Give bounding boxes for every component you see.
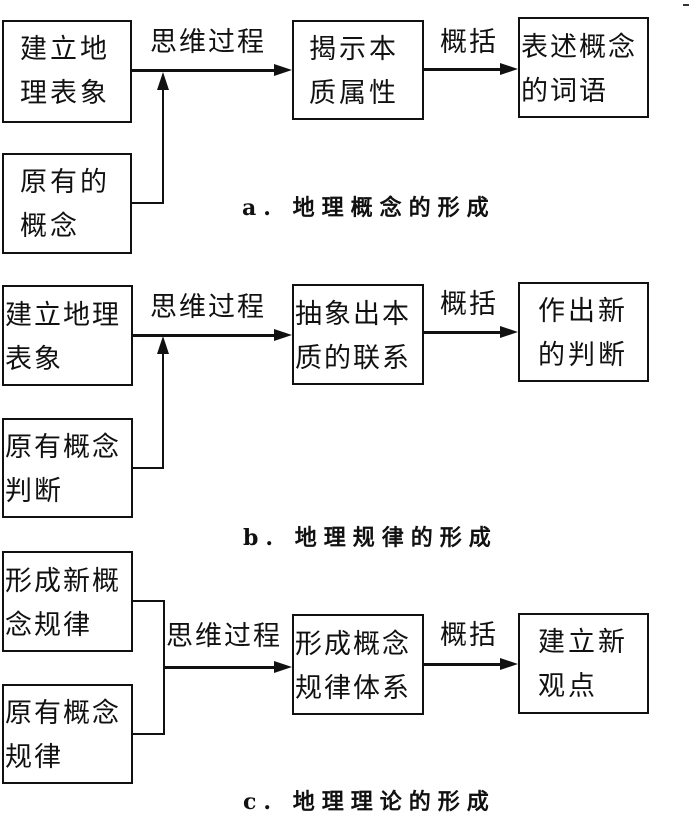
c-box-new-concept-law: 形成新概 念规律 — [2, 551, 133, 652]
a-box-establish-line2: 理表象 — [20, 78, 110, 109]
c-box-prior-line2: 规律 — [5, 742, 63, 773]
a-box-essence-line2: 质属性 — [309, 78, 399, 109]
c-label-thinking-process: 思维过程 — [166, 621, 282, 652]
c-box-prior-line1: 原有概念 — [5, 698, 121, 729]
c-box-new-line2: 念规律 — [5, 610, 92, 641]
b-box-abstract-line1: 抽象出本 — [295, 299, 411, 330]
a-box-prior-line1: 原有的 — [20, 167, 110, 198]
a-connector-prior-horizontal — [131, 202, 164, 204]
b-connector-generalize — [423, 331, 503, 334]
c-connector-generalize — [423, 663, 503, 666]
a-label-generalize: 概括 — [440, 27, 498, 58]
b-caption: b. 地理规律的形成 — [243, 525, 498, 551]
a-label-thinking-process: 思维过程 — [150, 27, 266, 58]
b-box-new-judgment: 作出新 的判断 — [518, 282, 649, 382]
b-box-establish-line1: 建立地理 — [5, 300, 121, 331]
b-connector-prior-horizontal — [132, 467, 164, 469]
b-arrow-to-abstract — [274, 329, 292, 341]
c-connector-main — [163, 666, 276, 669]
b-box-prior-line1: 原有概念 — [5, 432, 121, 463]
c-arrow-to-output — [500, 658, 518, 670]
c-connector-bottom-horizontal — [132, 733, 165, 735]
a-box-prior-concept: 原有的 概念 — [2, 153, 132, 254]
a-box-concept-words: 表述概念 的词语 — [518, 17, 649, 118]
b-arrow-to-output — [500, 326, 518, 338]
a-arrow-to-output — [500, 63, 518, 75]
a-box-reveal-essence: 揭示本 质属性 — [292, 20, 424, 120]
c-label-generalize: 概括 — [440, 620, 498, 651]
c-box-system-line1: 形成概念 — [295, 629, 411, 660]
c-caption: c. 地理理论的形成 — [243, 789, 496, 815]
b-label-generalize: 概括 — [440, 289, 498, 320]
c-box-new-viewpoint: 建立新 观点 — [518, 613, 649, 714]
a-arrow-merge-up — [157, 72, 169, 90]
c-box-output-line1: 建立新 — [538, 627, 628, 658]
a-connector-main — [131, 69, 277, 72]
c-box-new-line1: 形成新概 — [5, 566, 121, 597]
b-box-prior-line2: 判断 — [5, 476, 63, 507]
a-box-essence-line1: 揭示本 — [309, 34, 399, 65]
c-box-system-line2: 规律体系 — [295, 673, 411, 704]
a-caption: a. 地理概念的形成 — [242, 195, 496, 221]
scan-artifact — [683, 4, 689, 6]
a-box-output-line2: 的词语 — [521, 76, 608, 107]
c-box-concept-law-system: 形成概念 规律体系 — [292, 614, 424, 715]
b-box-abstract-relation: 抽象出本 质的联系 — [292, 284, 424, 385]
a-connector-generalize — [423, 68, 503, 71]
a-arrow-to-essence — [274, 64, 292, 76]
b-box-output-line2: 的判断 — [538, 340, 628, 371]
c-box-output-line2: 观点 — [538, 671, 598, 702]
b-connector-main — [132, 334, 277, 337]
b-box-establish-line2: 表象 — [5, 344, 63, 375]
a-box-establish-line1: 建立地 — [20, 34, 110, 65]
a-box-output-line1: 表述概念 — [521, 32, 637, 63]
b-box-establish-geo-image: 建立地理 表象 — [2, 285, 133, 386]
b-label-thinking-process: 思维过程 — [150, 292, 266, 323]
a-box-establish-geo-image: 建立地 理表象 — [2, 20, 132, 123]
b-box-prior-concept-judgment: 原有概念 判断 — [2, 418, 133, 518]
b-arrow-merge-up — [157, 336, 169, 354]
b-box-output-line1: 作出新 — [538, 296, 628, 327]
a-connector-prior-vertical — [162, 88, 164, 204]
c-arrow-to-system — [274, 661, 292, 673]
b-box-abstract-line2: 质的联系 — [295, 343, 411, 374]
b-connector-prior-vertical — [162, 352, 164, 469]
a-box-prior-line2: 概念 — [20, 211, 80, 242]
c-box-prior-concept-law: 原有概念 规律 — [2, 684, 133, 784]
c-connector-top-horizontal — [132, 600, 165, 602]
